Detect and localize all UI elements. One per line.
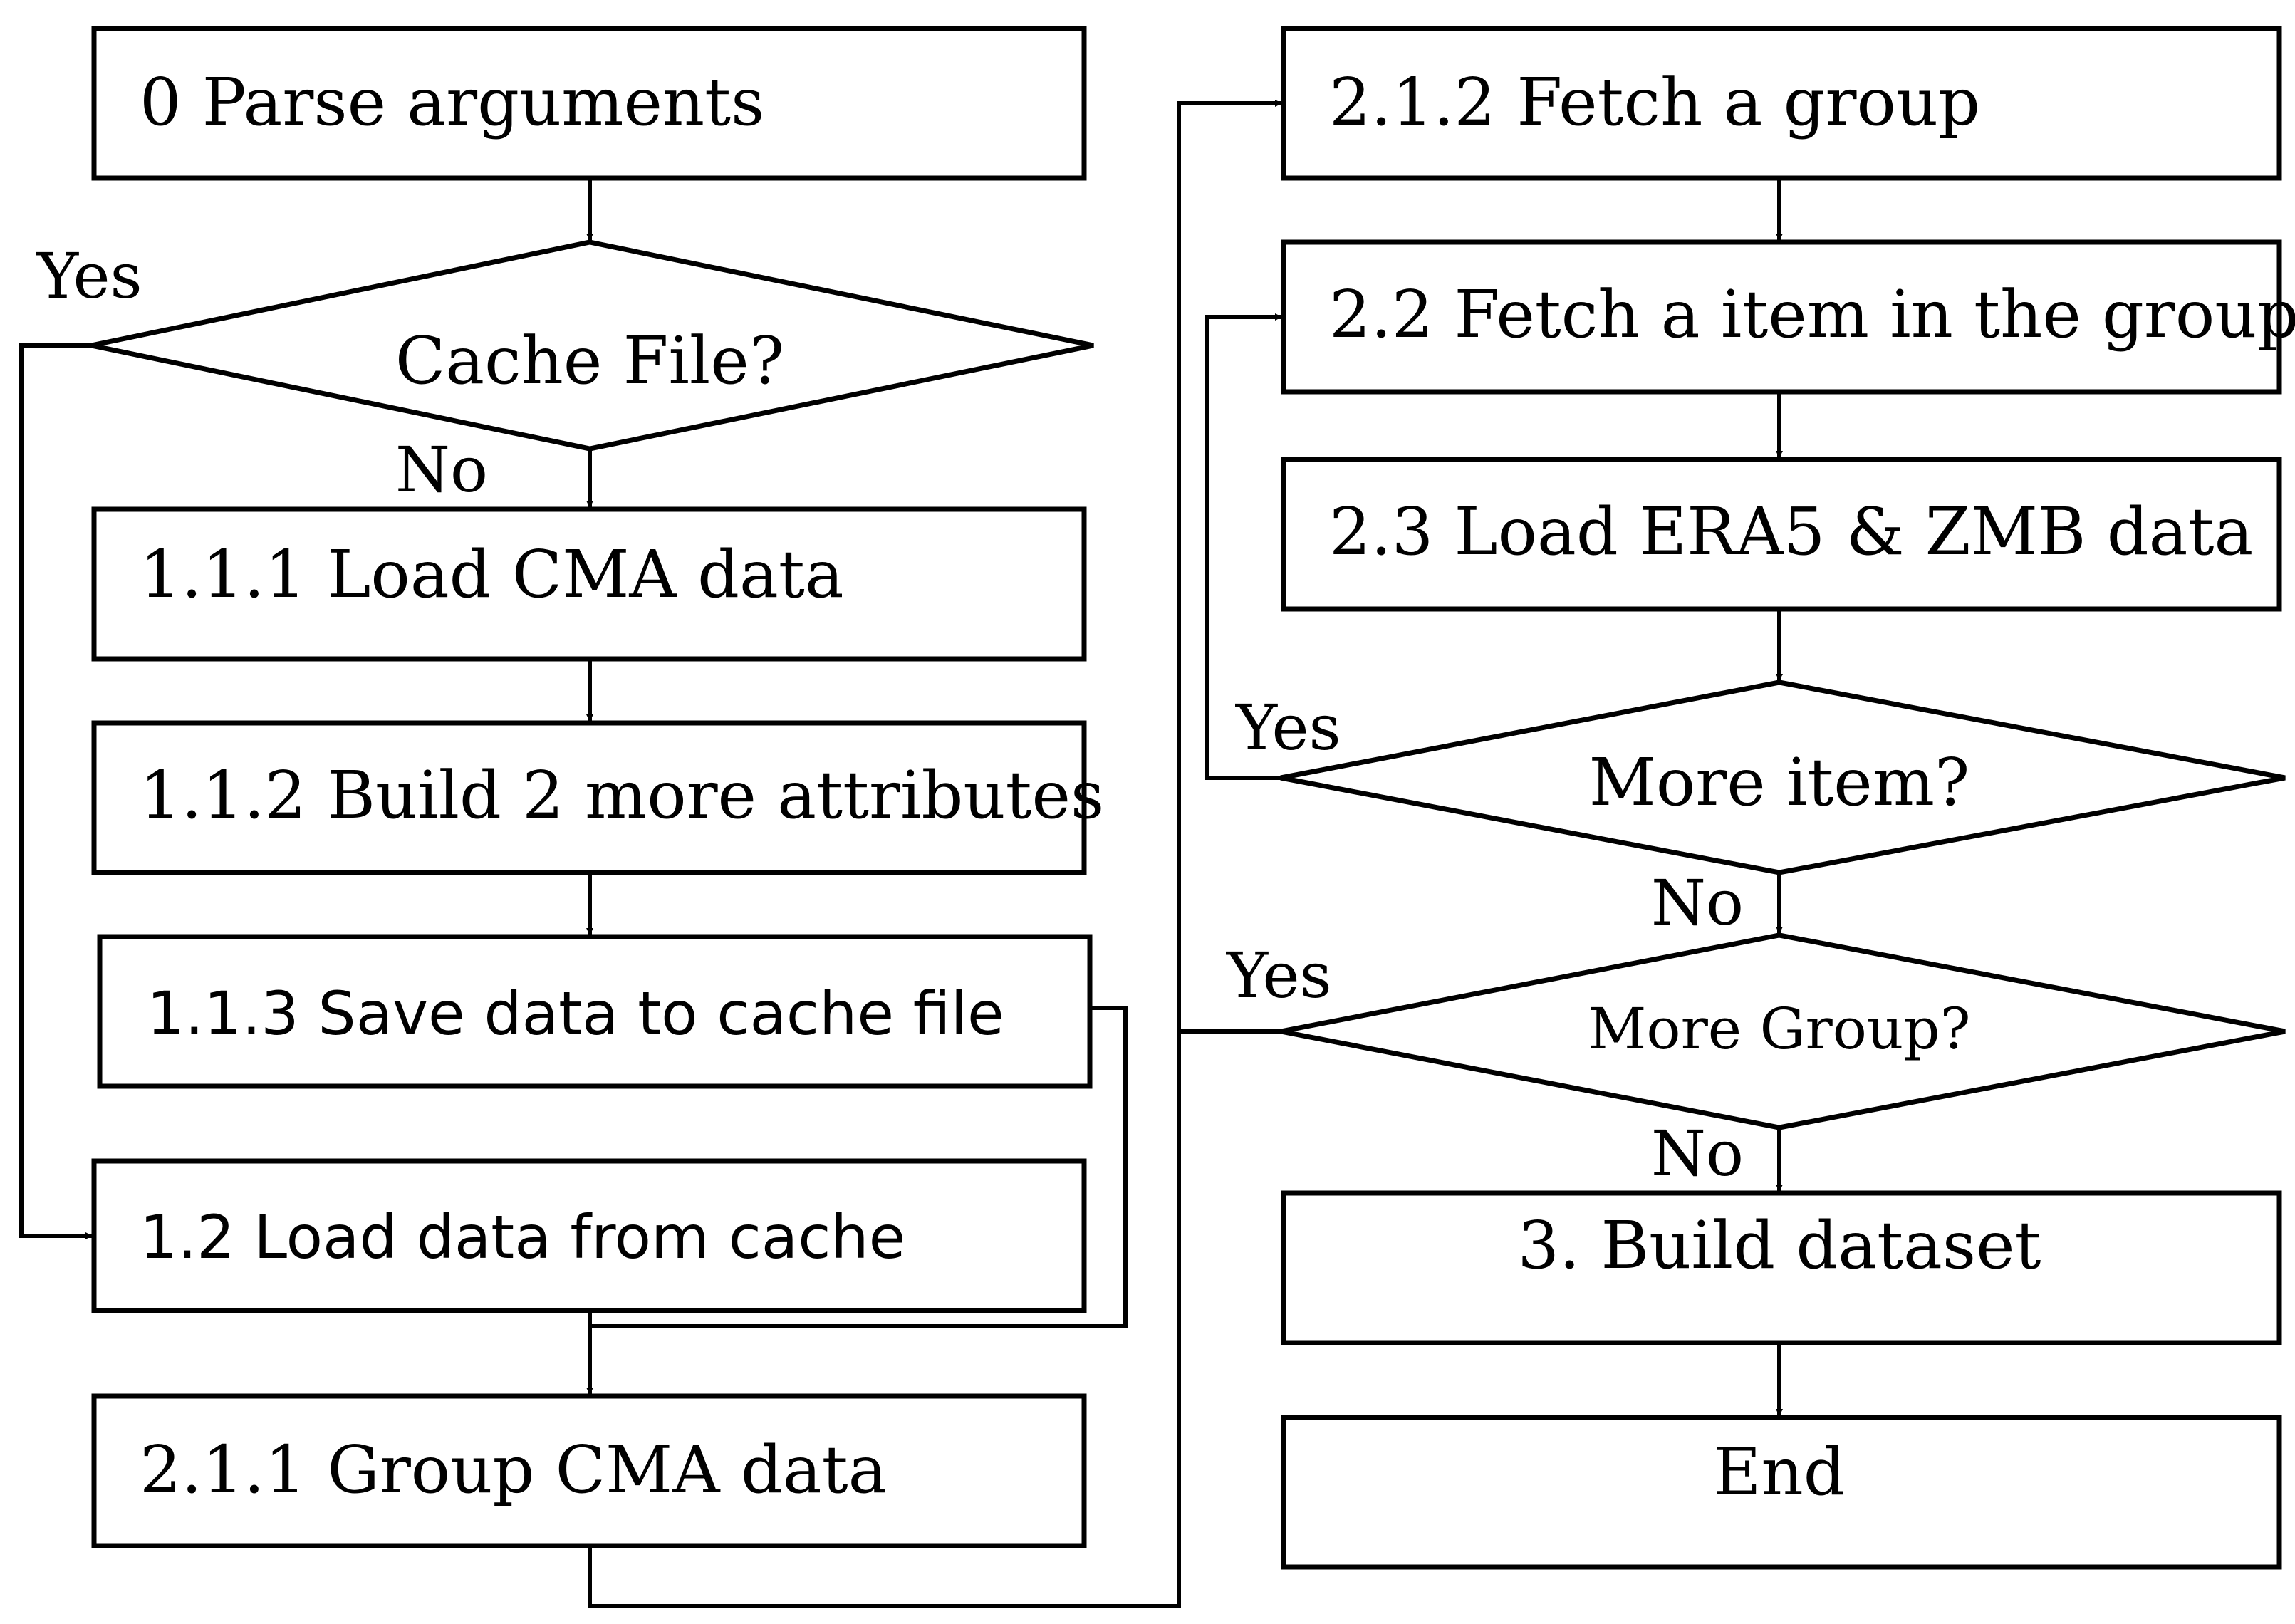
node-fetch-group: 2.1.2 Fetch a group (1281, 26, 2282, 181)
node-parse-arguments: 0 Parse arguments (91, 26, 1087, 181)
label-group-no: No (1651, 1117, 1744, 1190)
node-end-label: End (1713, 1434, 1845, 1510)
decision-cache-file-label: Cache File? (395, 323, 784, 399)
node-build-dataset: 3. Build dataset (1281, 1190, 2282, 1345)
node-save-cache-file: 1.1.3 Save data to cache file (97, 934, 1093, 1089)
label-item-no: No (1651, 866, 1744, 939)
decision-more-group: More Group? (1280, 932, 2286, 1130)
node-load-era5-zmb-label: 2.3 Load ERA5 & ZMB data (1329, 494, 2253, 570)
node-group-cma-data-label: 2.1.1 Group CMA data (140, 1432, 887, 1508)
decision-more-group-label: More Group? (1588, 996, 1970, 1062)
line-save-to-merge (590, 1006, 1128, 1328)
node-load-cma-data: 1.1.1 Load CMA data (91, 506, 1087, 662)
node-group-cma-data: 2.1.1 Group CMA data (91, 1393, 1087, 1548)
node-load-from-cache-label: 1.2 Load data from cache (140, 1202, 905, 1272)
connectors (19, 100, 1783, 1608)
node-fetch-item-label: 2.2 Fetch a item in the group (1329, 276, 2295, 353)
node-save-cache-file-label: 1.1.3 Save data to cache file (147, 979, 1004, 1048)
label-group-yes: Yes (1226, 939, 1332, 1012)
node-parse-arguments-label: 0 Parse arguments (140, 64, 764, 140)
node-build-attributes-label: 1.1.2 Build 2 more attributes (140, 757, 1104, 833)
decision-more-item: More item? (1280, 680, 2286, 875)
label-cache-yes: Yes (36, 239, 142, 313)
arrow-group-to-fetch-group (588, 100, 1282, 1608)
node-end: End (1281, 1415, 2282, 1570)
label-cache-no: No (395, 433, 488, 506)
node-build-attributes: 1.1.2 Build 2 more attributes (91, 720, 1104, 875)
label-item-yes: Yes (1235, 691, 1341, 764)
decision-cache-file: Cache File? (90, 239, 1094, 452)
decision-more-item-label: More item? (1589, 744, 1970, 821)
node-load-cma-data-label: 1.1.1 Load CMA data (140, 536, 844, 613)
arrow-more-item-yes (1205, 313, 1282, 780)
node-fetch-group-label: 2.1.2 Fetch a group (1329, 64, 1980, 140)
node-load-era5-zmb: 2.3 Load ERA5 & ZMB data (1281, 457, 2282, 612)
arrow-cache-yes-to-load-cache (19, 343, 93, 1239)
node-load-from-cache: 1.2 Load data from cache (91, 1158, 1087, 1313)
node-fetch-item: 2.2 Fetch a item in the group (1281, 239, 2295, 395)
node-build-dataset-label: 3. Build dataset (1517, 1207, 2041, 1284)
